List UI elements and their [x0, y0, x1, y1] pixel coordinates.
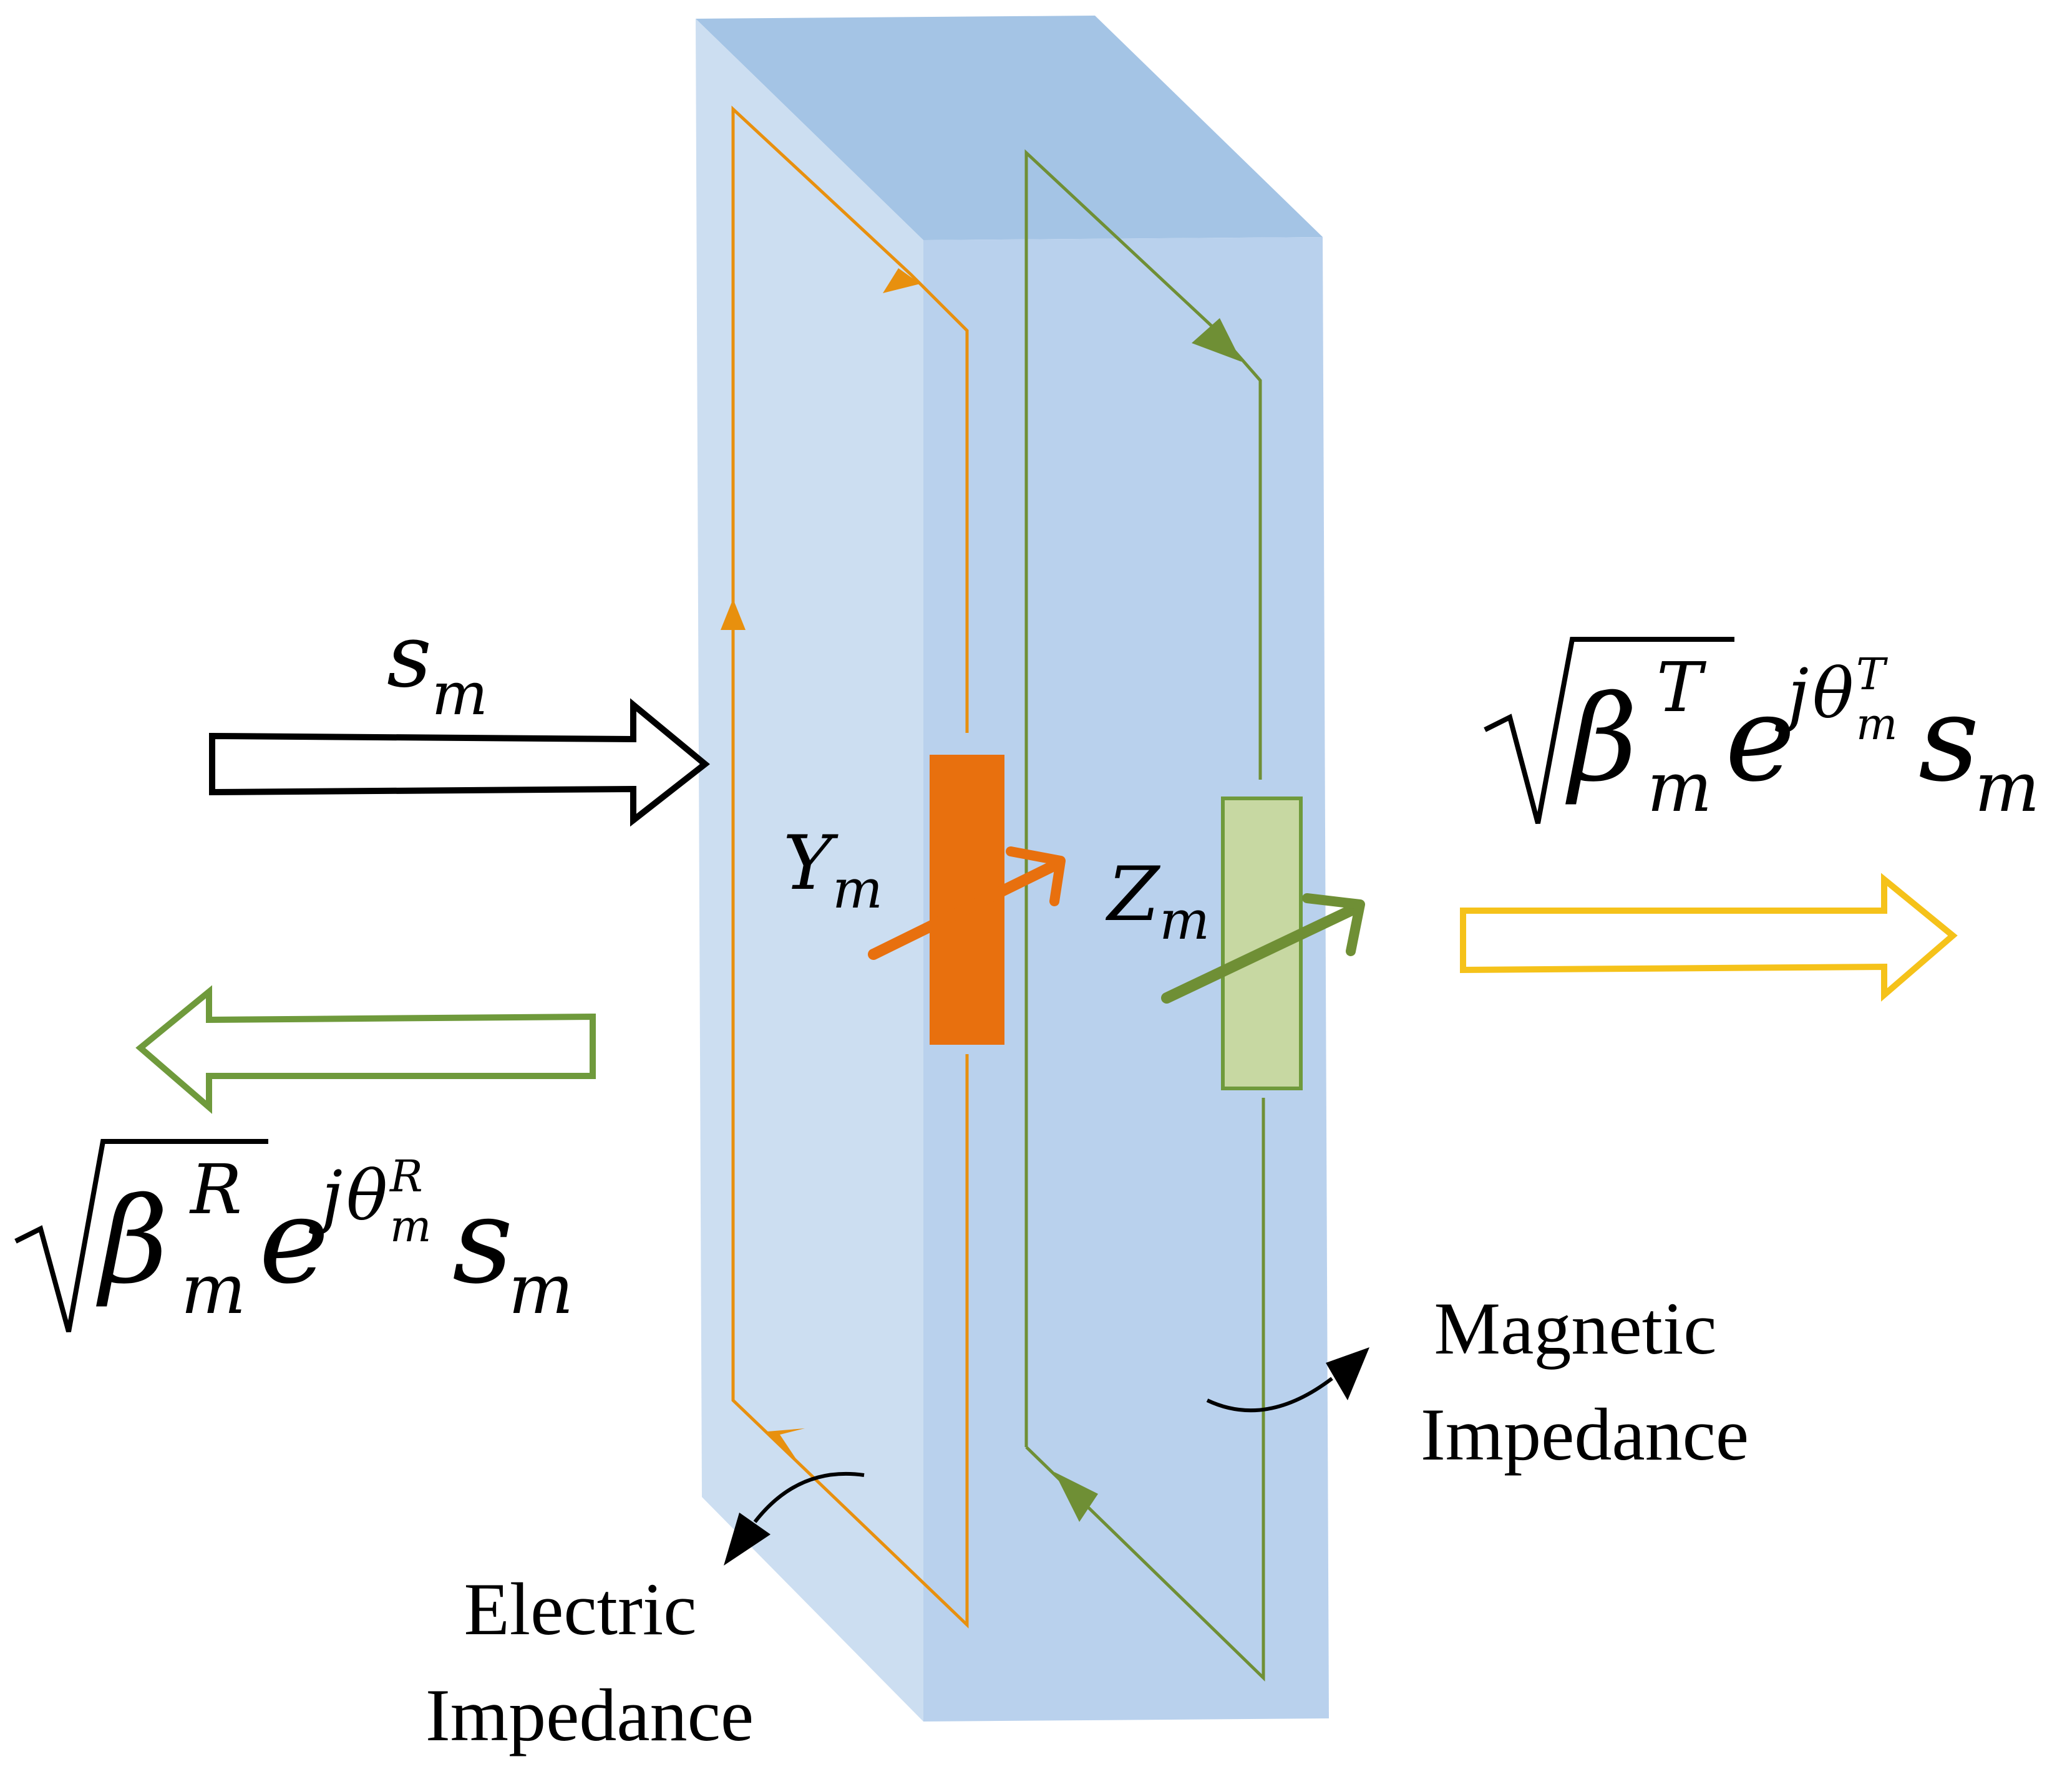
- electric-loop-arrowhead-top: [883, 268, 920, 293]
- electric-loop-upper-path: [731, 105, 969, 733]
- electric-pointer-icon: [753, 1471, 865, 1523]
- reflected-theta-sub: m: [390, 1201, 431, 1252]
- incident-label: sm: [387, 606, 488, 729]
- reflected-theta-sup: R: [389, 1151, 423, 1202]
- electric-pointer-arrowhead: [724, 1513, 771, 1566]
- admittance-label-sub: m: [832, 859, 883, 921]
- impedance-tunable-arrowhead: [1302, 893, 1365, 956]
- transmitted-exp: e: [1725, 670, 1795, 808]
- incident-arrow-icon: [209, 698, 710, 827]
- reflected-label: β R m e j θ m R s m: [14, 1139, 573, 1333]
- reflected-beta-sub: m: [181, 1249, 246, 1329]
- impedance-element: [1161, 797, 1365, 1090]
- electric-impedance-line-1: Electric: [464, 1567, 696, 1650]
- transmitted-theta-sup: T: [1856, 649, 1888, 700]
- magnetic-impedance-line-1: Magnetic: [1434, 1287, 1716, 1370]
- transmitted-theta: θ: [1812, 654, 1854, 734]
- impedance-label-sub: m: [1159, 890, 1210, 952]
- admittance-tunable-arrow: [868, 858, 1063, 960]
- transmitted-beta-sup: T: [1656, 647, 1707, 727]
- transmitted-s: s: [1918, 670, 1980, 808]
- magnetic-pointer-icon: [1206, 1377, 1333, 1413]
- magnetic-pointer-arrowhead: [1326, 1347, 1369, 1400]
- transmitted-s-sub: m: [1975, 747, 2040, 827]
- admittance-tunable-arrowhead: [1006, 846, 1066, 906]
- magnetic-loop-arrowhead-top: [1192, 318, 1242, 362]
- magnetic-impedance-callout: Magnetic Impedance: [1206, 1287, 1749, 1476]
- electric-impedance-callout: Electric Impedance: [425, 1471, 865, 1756]
- transmitted-wave: [1460, 873, 1958, 1002]
- electric-loop: [721, 105, 969, 1629]
- electric-impedance-label: Electric Impedance: [425, 1567, 754, 1756]
- impedance-tunable-arrow: [1161, 902, 1363, 1004]
- transmitted-beta-sub: m: [1647, 747, 1712, 827]
- reflected-beta: β: [96, 1172, 168, 1310]
- reflected-wave: [135, 985, 596, 1114]
- magnetic-loop-lower-path: [1025, 1098, 1265, 1682]
- magnetic-impedance-line-2: Impedance: [1421, 1393, 1749, 1476]
- incident-label-base: s: [387, 606, 432, 707]
- transmitted-theta-sub: m: [1856, 699, 1897, 750]
- transmitted-sqrt-icon: [1484, 637, 1734, 825]
- transmitted-beta: β: [1565, 670, 1638, 808]
- admittance-label-base: Y: [783, 820, 839, 907]
- reflected-exp: e: [259, 1172, 329, 1310]
- reflected-sqrt-icon: [14, 1139, 268, 1333]
- electric-impedance-line-2: Impedance: [425, 1673, 754, 1756]
- admittance-label: Ym: [783, 820, 883, 921]
- reflected-arrow-icon: [135, 985, 596, 1114]
- reflected-theta: θ: [346, 1156, 387, 1236]
- magnetic-loop-arrowhead-bottom: [1054, 1472, 1098, 1522]
- electric-loop-lower-path: [731, 564, 969, 1629]
- slab-top-face: [696, 16, 1323, 240]
- electric-loop-arrowhead-left: [721, 599, 746, 630]
- magnetic-loop: [1024, 149, 1265, 1682]
- transmitted-label: β T m e j θ m T s m: [1484, 637, 2040, 827]
- slab-front-face: [696, 19, 923, 1722]
- incident-wave: sm: [209, 606, 710, 827]
- reflected-s-sub: m: [508, 1249, 573, 1329]
- reflected-beta-sup: R: [189, 1150, 242, 1229]
- reflected-s: s: [452, 1172, 513, 1310]
- impedance-label: Zm: [1105, 851, 1210, 952]
- transmitted-arrow-icon: [1460, 873, 1958, 1002]
- magnetic-impedance-label: Magnetic Impedance: [1421, 1287, 1749, 1476]
- admittance-element: [868, 755, 1066, 1045]
- electric-loop-arrowhead-bottom: [767, 1428, 805, 1463]
- impedance-label-base: Z: [1105, 851, 1161, 938]
- incident-label-sub: m: [432, 660, 488, 729]
